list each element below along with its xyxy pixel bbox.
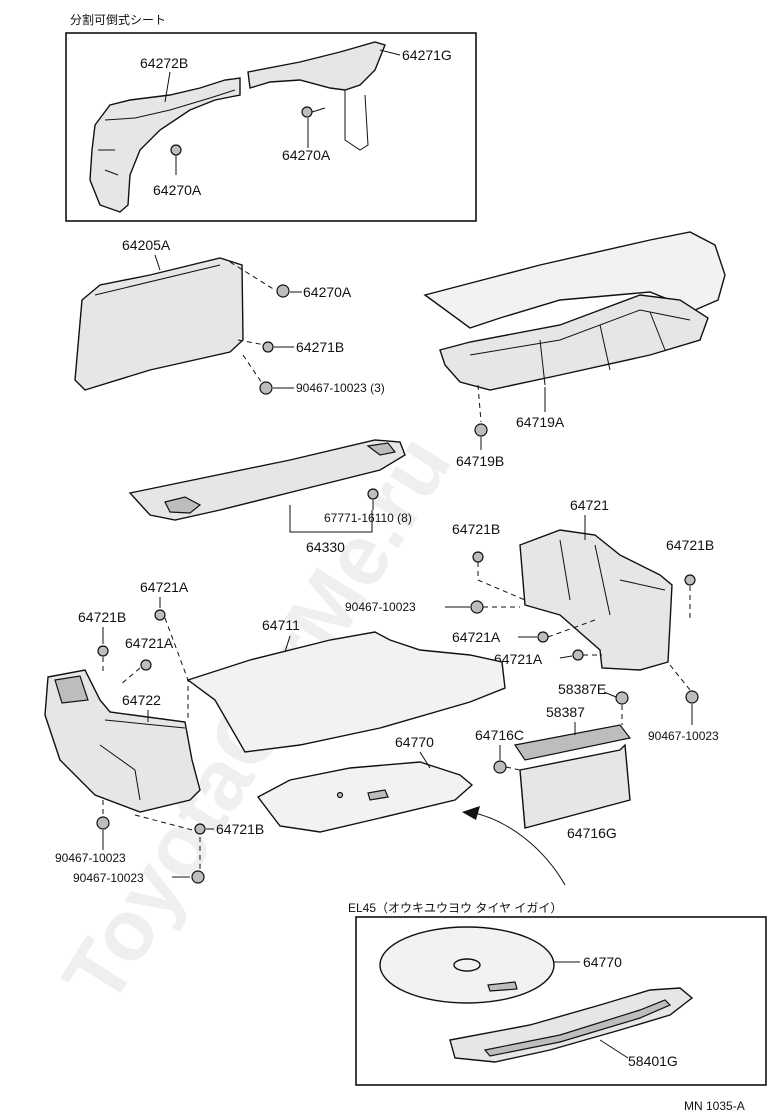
part-58401G[interactable] bbox=[449, 987, 694, 1063]
clip-90467-d[interactable] bbox=[191, 870, 205, 884]
label-64270A-c: 64270A bbox=[303, 284, 352, 300]
clip-64270A-c[interactable] bbox=[276, 284, 290, 298]
label-64719B: 64719B bbox=[456, 453, 504, 469]
label-90467-b: 90467-10023 bbox=[648, 729, 719, 743]
label-67771: 67771-16110 (8) bbox=[324, 511, 412, 525]
part-64721[interactable] bbox=[519, 529, 673, 671]
clip-64721A-c[interactable] bbox=[154, 609, 166, 621]
clip-90467-3[interactable] bbox=[259, 381, 273, 395]
label-64711: 64711 bbox=[262, 617, 300, 633]
clip-64721B-d[interactable] bbox=[194, 823, 206, 835]
label-64716C: 64716C bbox=[475, 727, 524, 743]
clip-64270A-b[interactable] bbox=[170, 144, 182, 175]
inset-box bbox=[355, 916, 767, 1086]
label-90467-c: 90467-10023 bbox=[55, 851, 126, 865]
label-58387: 58387 bbox=[546, 704, 585, 720]
part-64205A[interactable] bbox=[74, 257, 244, 391]
label-64205A: 64205A bbox=[122, 237, 171, 253]
clip-67771[interactable] bbox=[367, 488, 379, 510]
part-64770-a[interactable] bbox=[256, 761, 474, 833]
label-64770-a: 64770 bbox=[395, 734, 434, 750]
label-64721B-b: 64721B bbox=[666, 537, 714, 553]
clip-90467-b[interactable] bbox=[685, 690, 699, 704]
clip-64721B-b[interactable] bbox=[684, 574, 696, 586]
part-64719A[interactable] bbox=[439, 294, 709, 391]
label-64770-b: 64770 bbox=[583, 954, 622, 970]
seat-section-box bbox=[65, 32, 477, 222]
ref-code: MN 1035-A bbox=[684, 1099, 745, 1113]
label-64721A-c: 64721A bbox=[140, 579, 189, 595]
clip-90467-a[interactable] bbox=[470, 600, 484, 614]
part-64711[interactable] bbox=[186, 631, 506, 753]
part-64722[interactable] bbox=[44, 669, 201, 813]
part-64330[interactable] bbox=[128, 439, 406, 521]
clip-90467-c[interactable] bbox=[96, 816, 110, 830]
clip-64271B[interactable] bbox=[262, 341, 274, 353]
label-64330: 64330 bbox=[306, 539, 345, 555]
clip-64721B-a[interactable] bbox=[472, 551, 484, 563]
label-90467-a: 90467-10023 bbox=[345, 600, 416, 614]
clip-64719B[interactable] bbox=[474, 423, 488, 437]
label-64721A-b: 64721A bbox=[494, 651, 543, 667]
label-64721A-a: 64721A bbox=[452, 629, 501, 645]
label-64271B: 64271B bbox=[296, 339, 344, 355]
label-64270A-a: 64270A bbox=[282, 147, 331, 163]
clip-64270A-a[interactable] bbox=[301, 106, 326, 118]
part-64716G[interactable] bbox=[519, 743, 631, 829]
part-64271G[interactable] bbox=[247, 41, 386, 151]
label-64721B-d: 64721B bbox=[216, 821, 264, 837]
part-58387[interactable] bbox=[513, 724, 632, 761]
label-64722: 64722 bbox=[122, 692, 161, 708]
label-64721A-d: 64721A bbox=[125, 635, 174, 651]
label-90467-3: 90467-10023 (3) bbox=[296, 381, 385, 395]
label-64721B-c: 64721B bbox=[78, 609, 126, 625]
label-64721B-a: 64721B bbox=[452, 521, 500, 537]
label-90467-d: 90467-10023 bbox=[73, 871, 144, 885]
label-64272B: 64272B bbox=[140, 55, 188, 71]
part-64272B[interactable] bbox=[89, 77, 241, 213]
part-64770-b[interactable] bbox=[379, 926, 555, 1004]
label-64721: 64721 bbox=[570, 497, 609, 513]
label-64270A-b: 64270A bbox=[153, 182, 202, 198]
clip-64721B-c[interactable] bbox=[97, 645, 109, 657]
clip-64721A-d[interactable] bbox=[140, 659, 152, 671]
clip-58387E[interactable] bbox=[615, 691, 629, 705]
clip-64716C[interactable] bbox=[493, 760, 507, 774]
arrow-head-icon bbox=[462, 806, 480, 820]
label-58387E: 58387E bbox=[558, 681, 606, 697]
clip-64721A-a[interactable] bbox=[537, 631, 549, 643]
trunk-lid bbox=[423, 231, 726, 329]
label-64719A: 64719A bbox=[516, 414, 565, 430]
section-title: 分割可倒式シート bbox=[70, 12, 166, 27]
clip-64721A-b[interactable] bbox=[572, 649, 584, 661]
inset-title: EL45（オウキユウヨウ タイヤ イガイ） bbox=[348, 901, 562, 915]
label-58401G: 58401G bbox=[628, 1053, 678, 1069]
label-64271G: 64271G bbox=[402, 47, 452, 63]
label-64716G: 64716G bbox=[567, 825, 617, 841]
